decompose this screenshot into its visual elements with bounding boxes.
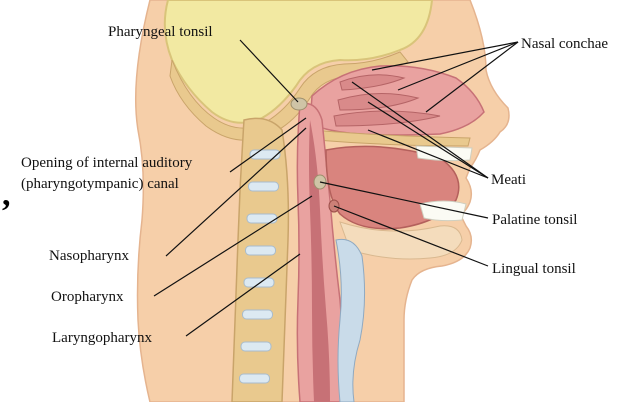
vertebral-disc: [243, 310, 273, 319]
vertebral-disc: [244, 278, 274, 287]
vertebral-disc: [249, 182, 279, 191]
label-palatine-tonsil: Palatine tonsil: [492, 212, 577, 229]
pharyngeal-tonsil: [291, 98, 307, 110]
upper-teeth: [416, 146, 472, 161]
label-opening-line-2: (pharyngotympanic) canal: [21, 176, 179, 193]
lower-teeth: [420, 201, 466, 221]
label-laryngopharynx: Laryngopharynx: [52, 330, 152, 347]
label-opening-line-1: Opening of internal auditory: [21, 155, 192, 172]
vertebral-disc: [241, 342, 271, 351]
stray-comma-mark: ,: [2, 176, 11, 214]
label-pharyngeal-tonsil: Pharyngeal tonsil: [108, 24, 213, 41]
vertebral-disc: [246, 246, 276, 255]
label-meati: Meati: [491, 172, 526, 189]
label-oropharynx: Oropharynx: [51, 289, 123, 306]
vertebral-disc: [240, 374, 270, 383]
label-nasal-conchae: Nasal conchae: [521, 36, 608, 53]
label-lingual-tonsil: Lingual tonsil: [492, 261, 576, 278]
label-nasopharynx: Nasopharynx: [49, 248, 129, 265]
